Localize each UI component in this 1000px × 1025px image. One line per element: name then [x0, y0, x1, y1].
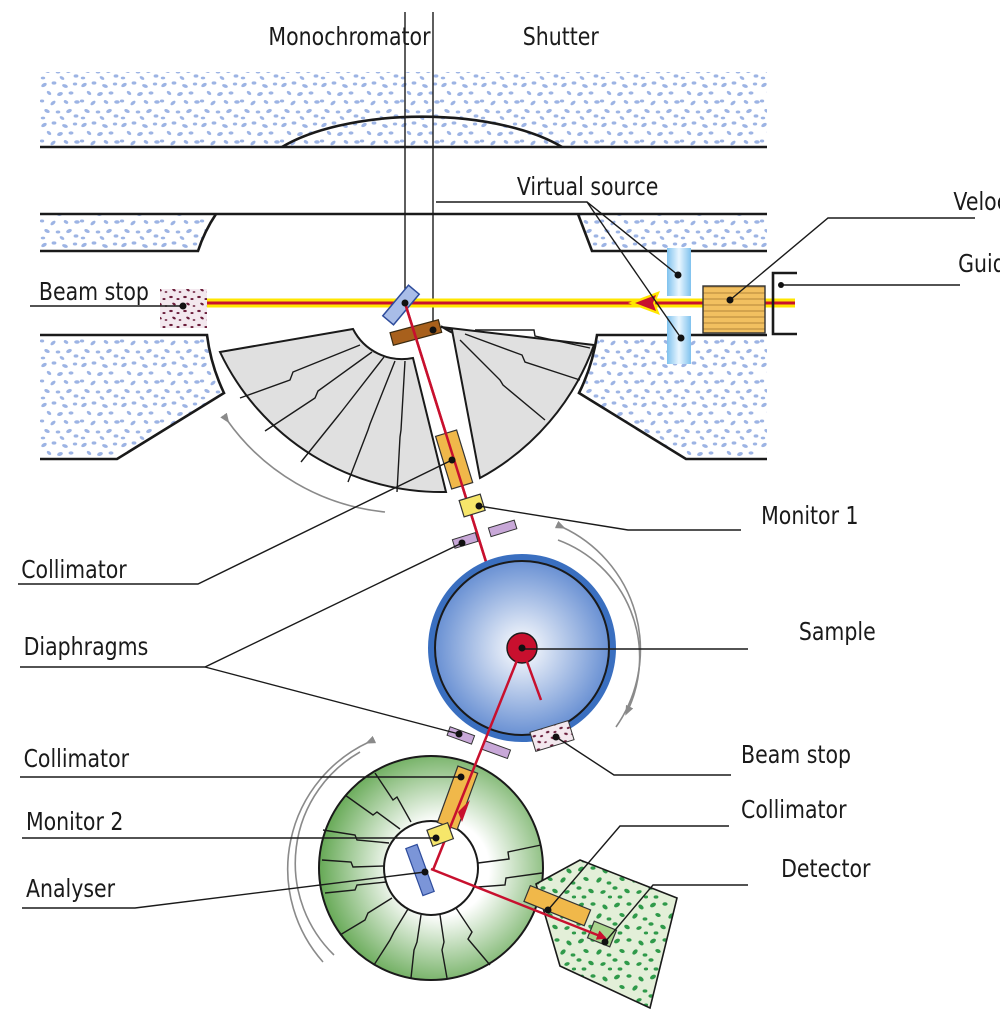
- label-velocity-selector: Velocity selector: [953, 188, 1000, 216]
- collimator-3: [523, 884, 592, 927]
- label-virtual-source: Virtual source: [517, 173, 659, 201]
- label-sample: Sample: [799, 618, 876, 646]
- analyser-drum: [318, 755, 544, 981]
- transmitted-beam: [520, 647, 543, 701]
- analysed-beam: [430, 867, 607, 940]
- shutter-block: [389, 319, 443, 347]
- label-detector: Detector: [781, 855, 871, 883]
- label-diaphragms: Diaphragms: [24, 633, 149, 661]
- beam-stop-sample: [529, 719, 575, 753]
- label-collimator-1: Collimator: [21, 556, 127, 584]
- monochromator-drum: [218, 325, 596, 494]
- label-monitor-1: Monitor 1: [761, 502, 858, 530]
- middle-shielding: [40, 212, 767, 461]
- label-monochromator: Monochromator: [268, 23, 431, 51]
- monochromator-arc: [281, 115, 563, 149]
- label-monitor-2: Monitor 2: [26, 808, 123, 836]
- monitor-1: [458, 493, 486, 518]
- rotation-arrow-analyser: [287, 735, 377, 963]
- diaphragm-upper-right: [487, 519, 518, 538]
- label-collimator-3: Collimator: [741, 796, 847, 824]
- analyser-crystal: [405, 843, 435, 897]
- top-shielding: [40, 72, 767, 149]
- diaphragm-lower-right: [480, 739, 512, 760]
- label-analyser: Analyser: [26, 875, 116, 903]
- rotation-arrow-monochromator: [220, 412, 386, 513]
- rotation-arrow-sample: [554, 520, 642, 728]
- label-collimator-2: Collimator: [24, 745, 130, 773]
- label-guide-changer: Guide changer: [958, 250, 1000, 278]
- label-beam-stop-top: Beam stop: [39, 278, 149, 306]
- velocity-selector: [702, 285, 766, 334]
- label-beam-stop-sample: Beam stop: [741, 741, 851, 769]
- beam-direction-arrow: [635, 295, 656, 311]
- guide-changer-bracket: [771, 271, 797, 336]
- label-shutter: Shutter: [523, 23, 600, 51]
